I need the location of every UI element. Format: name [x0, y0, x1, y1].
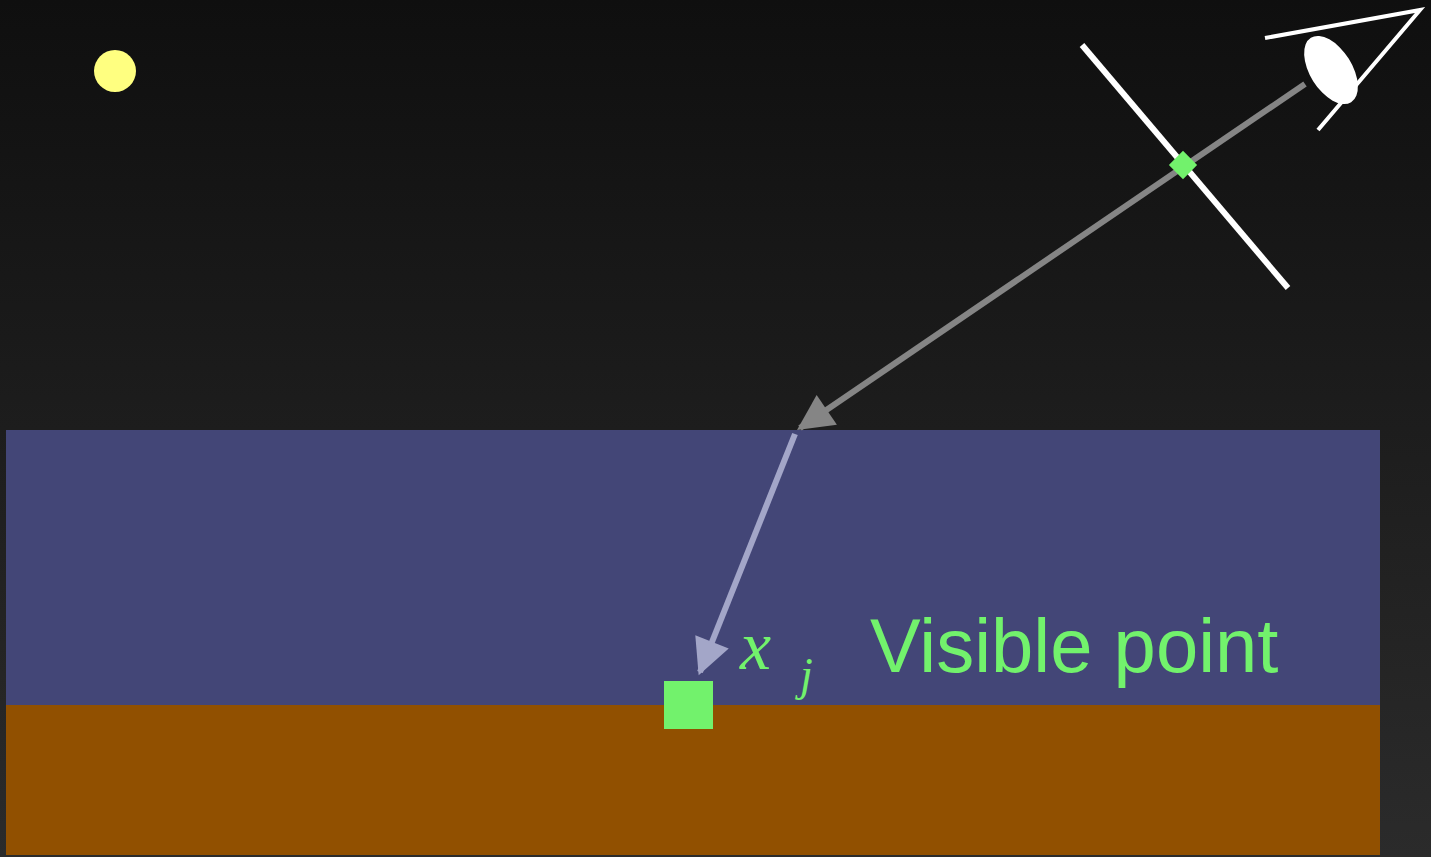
camera-ray: [800, 84, 1305, 428]
eye: [1293, 27, 1369, 114]
light-source: [94, 50, 136, 92]
point-subscript: j: [800, 652, 813, 698]
point-symbol: x: [740, 611, 771, 681]
pixel-sample: [1169, 151, 1197, 179]
water-layer: [6, 430, 1380, 706]
eye-frustum: [1265, 10, 1420, 130]
point-label: Visible point: [870, 608, 1278, 684]
visible-point-marker: [664, 681, 713, 729]
image-plane: [1082, 45, 1288, 288]
